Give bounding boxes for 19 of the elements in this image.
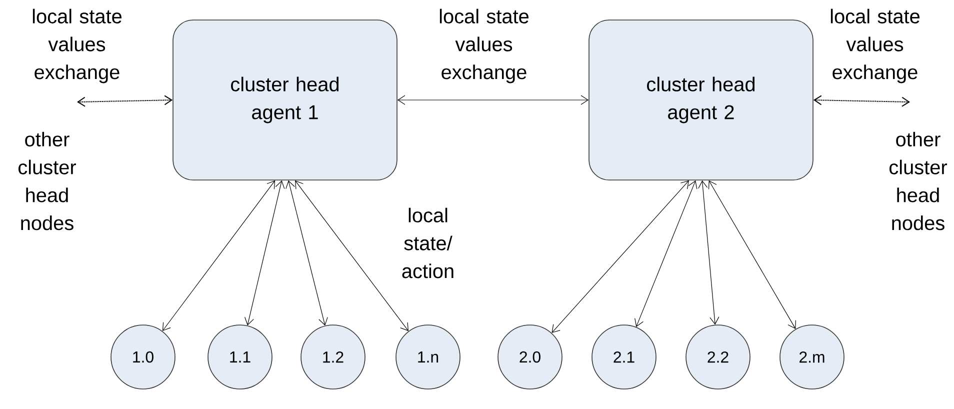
agent-box: cluster head agent 2 bbox=[588, 20, 814, 180]
arrow bbox=[295, 180, 409, 332]
note-label: other cluster head nodes bbox=[890, 132, 947, 230]
note-label: local state/ action bbox=[402, 208, 454, 278]
arrow bbox=[698, 180, 720, 325]
arrow bbox=[708, 180, 796, 330]
arrow bbox=[244, 180, 285, 326]
note-label: other cluster head nodes bbox=[18, 132, 76, 230]
arrow bbox=[397, 95, 589, 105]
arrow bbox=[286, 180, 328, 326]
arrow bbox=[813, 95, 910, 107]
edge-label: local state values exchange bbox=[820, 8, 930, 84]
arrow bbox=[552, 180, 689, 333]
arrow bbox=[77, 95, 173, 107]
edge-label: local state values exchange bbox=[429, 8, 539, 84]
agent-box: cluster head agent 1 bbox=[172, 20, 398, 180]
edge-label: local state values exchange bbox=[22, 8, 132, 84]
arrow bbox=[162, 180, 276, 332]
arrow bbox=[634, 180, 698, 327]
